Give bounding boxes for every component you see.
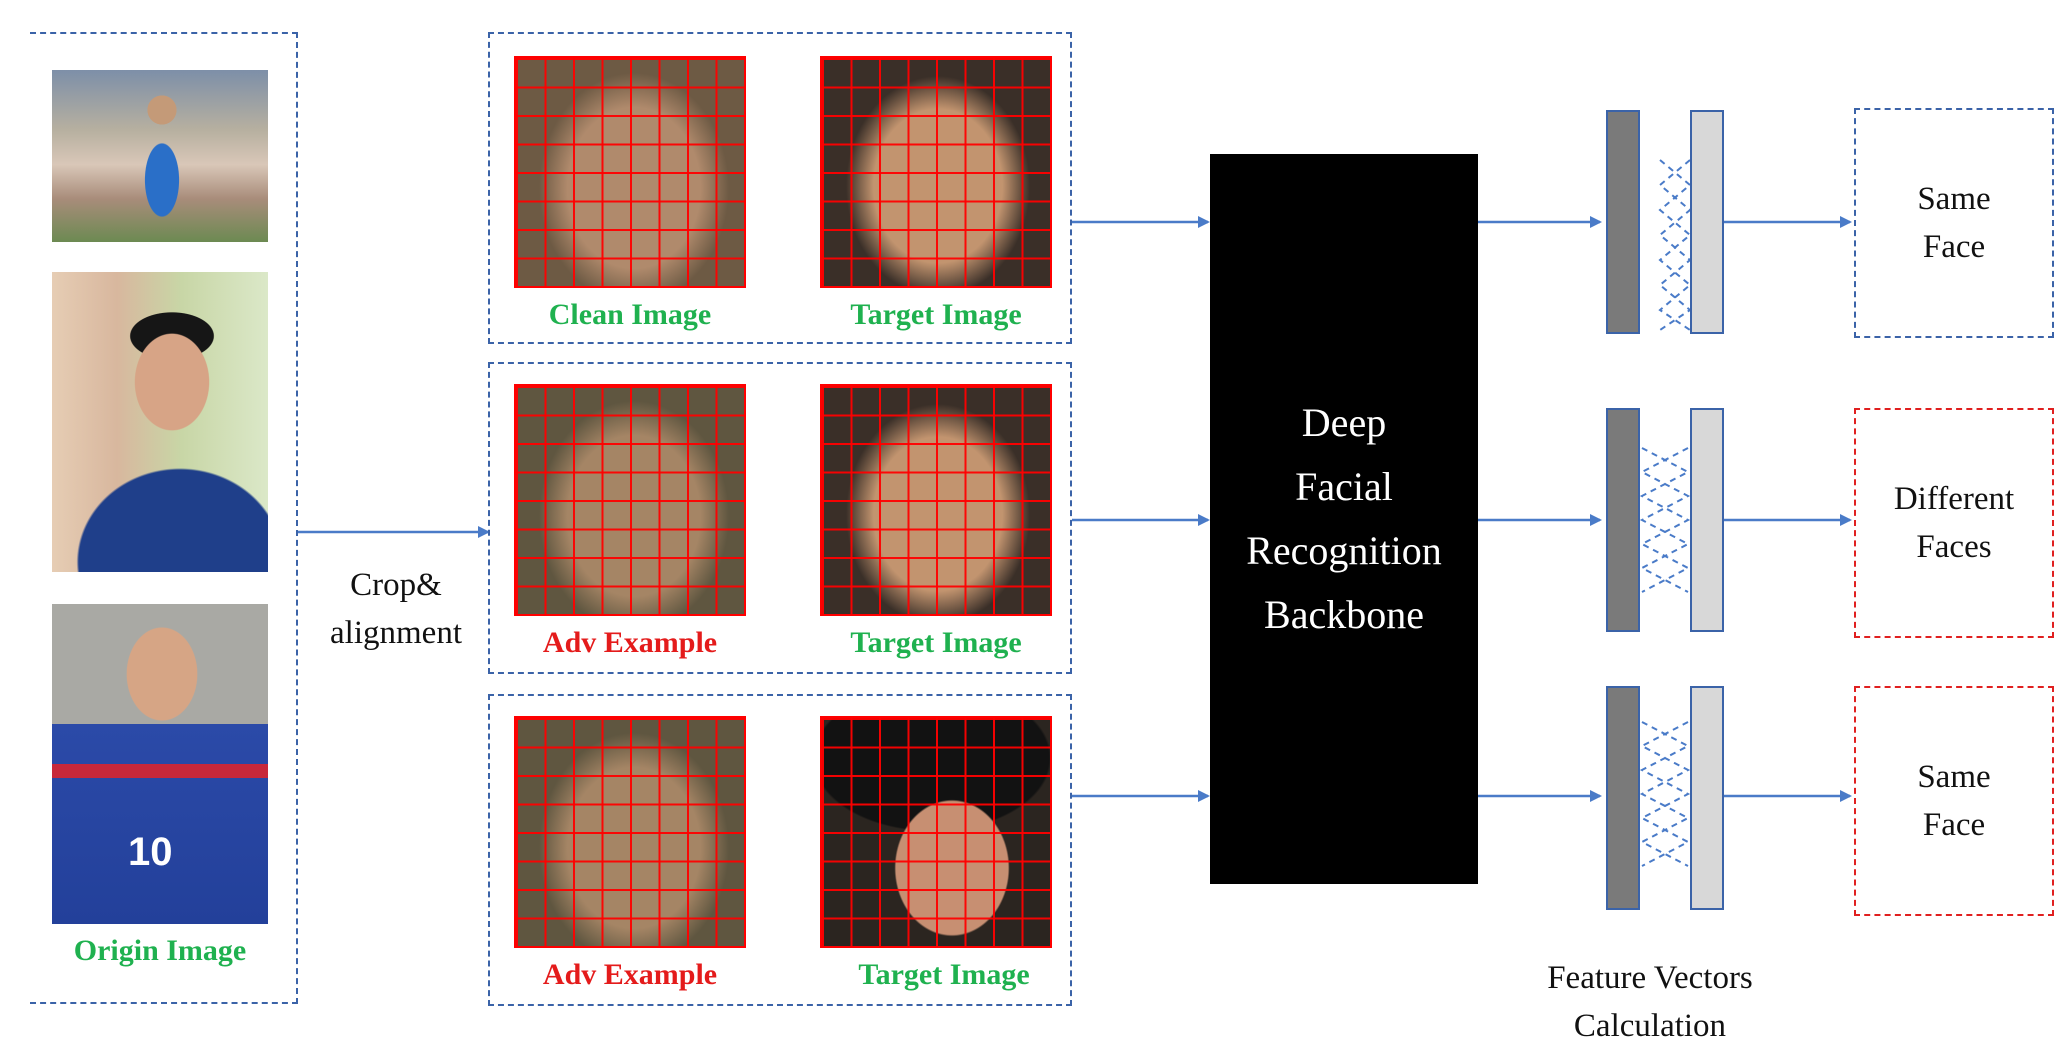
row3-left-caption: Adv Example <box>542 958 718 991</box>
feature-label-line1: Feature Vectors <box>1547 960 1753 996</box>
row-box-clean <box>488 32 1072 344</box>
clean-face-image <box>514 56 746 288</box>
origin-image-panel <box>30 32 298 1004</box>
feature-vector-1a <box>1606 110 1640 334</box>
row3-right-caption: Target Image <box>858 958 1030 991</box>
row1-right-caption: Target Image <box>850 298 1022 331</box>
row-box-adv-2 <box>488 694 1072 1006</box>
jersey-number: 10 <box>128 830 173 874</box>
row1-left-caption: Clean Image <box>548 298 712 331</box>
origin-photo-portrait <box>52 272 268 572</box>
result-1-line2: Face <box>1922 229 1986 265</box>
crop-label-line1: Crop& <box>350 567 442 603</box>
backbone-line-2: Facial <box>1295 464 1393 509</box>
crop-label-line2: alignment <box>330 614 462 651</box>
adv-face-image-2 <box>514 716 746 948</box>
origin-photo-stadium <box>52 70 268 242</box>
backbone-line-1: Deep <box>1301 400 1387 445</box>
result-box-3: Same Face <box>1854 686 2054 916</box>
result-3-line2: Face <box>1922 807 1986 843</box>
result-2-line1: Different <box>1893 481 2015 517</box>
feature-vector-3b <box>1690 686 1724 910</box>
adv-face-image-1 <box>514 384 746 616</box>
row2-right-caption: Target Image <box>850 626 1022 659</box>
crop-alignment-label: Crop& alignment <box>306 562 486 658</box>
origin-photo-jersey <box>52 604 268 924</box>
result-2-line2: Faces <box>1916 529 1992 565</box>
feature-vectors-label: Feature Vectors Calculation <box>1500 955 1800 1051</box>
row2-left-caption: Adv Example <box>542 626 718 659</box>
feature-vector-1b <box>1690 110 1724 334</box>
feature-vector-2b <box>1690 408 1724 632</box>
backbone-line-3: Recognition <box>1246 528 1442 573</box>
target-face-image-1 <box>820 56 1052 288</box>
feature-vector-3a <box>1606 686 1640 910</box>
target-face-image-2 <box>820 384 1052 616</box>
vector-connections-2 <box>1639 447 1691 593</box>
result-box-1: Same Face <box>1854 108 2054 338</box>
backbone-line-4: Backbone <box>1264 592 1424 637</box>
vector-connections-3 <box>1639 721 1691 867</box>
result-1-line1: Same <box>1917 181 1991 217</box>
result-3-line1: Same <box>1917 759 1991 795</box>
row-box-adv-1 <box>488 362 1072 674</box>
backbone-block: Deep Facial Recognition Backbone <box>1210 154 1478 884</box>
target-face-image-3 <box>820 716 1052 948</box>
result-box-2: Different Faces <box>1854 408 2054 638</box>
vector-connections-1 <box>1658 159 1692 331</box>
origin-image-caption: Origin Image <box>73 934 247 967</box>
feature-label-line2: Calculation <box>1573 1007 1727 1044</box>
feature-vector-2a <box>1606 408 1640 632</box>
